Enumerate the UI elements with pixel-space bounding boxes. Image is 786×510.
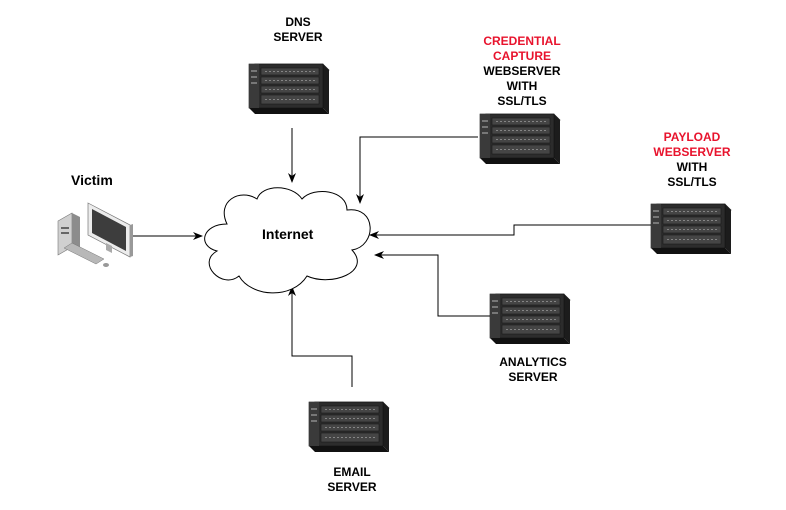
email-server-label: EMAIL SERVER: [316, 465, 388, 495]
payload-server-label-line3: WITH: [676, 160, 708, 174]
payload-server-label-line1: PAYLOAD: [663, 130, 721, 144]
credential-server-label-line3: WEBSERVER: [483, 64, 561, 78]
connector-email-to-internet: [288, 286, 353, 387]
credential-server-icon: [479, 113, 561, 165]
payload-server-icon: [650, 203, 732, 255]
analytics-server-label-line2: SERVER: [508, 370, 558, 384]
victim-label: Victim: [71, 172, 113, 188]
dns-server-label: DNS SERVER: [262, 15, 334, 45]
email-server-icon: [308, 401, 390, 453]
dns-server-label-line2: SERVER: [273, 30, 323, 44]
desktop-computer-icon: [57, 202, 133, 267]
payload-server-label-line4: SSL/TLS: [667, 175, 717, 189]
credential-server-label: CREDENTIAL CAPTURE WEBSERVER WITH SSL/TL…: [478, 34, 566, 109]
connector-payload-to-internet: [369, 224, 651, 239]
internet-label: Internet: [262, 226, 314, 242]
connectors: [128, 128, 651, 387]
cloud-icon: [204, 187, 371, 294]
dns-server-icon: [248, 63, 330, 115]
credential-server-label-line1: CREDENTIAL: [483, 34, 561, 48]
email-server-label-line1: EMAIL: [333, 465, 371, 479]
credential-server-label-line4: WITH: [506, 79, 538, 93]
credential-server-label-line5: SSL/TLS: [497, 94, 547, 108]
analytics-server-label-line1: ANALYTICS: [499, 355, 567, 369]
connector-credential-to-internet: [356, 136, 478, 204]
email-server-label-line2: SERVER: [327, 480, 377, 494]
dns-server-label-line1: DNS: [285, 15, 311, 29]
connector-analytics-to-internet: [374, 251, 490, 317]
credential-server-label-line2: CAPTURE: [492, 49, 551, 63]
payload-server-label-line2: WEBSERVER: [653, 145, 731, 159]
payload-server-label: PAYLOAD WEBSERVER WITH SSL/TLS: [648, 130, 736, 190]
analytics-server-label: ANALYTICS SERVER: [490, 355, 576, 385]
analytics-server-icon: [489, 293, 571, 345]
